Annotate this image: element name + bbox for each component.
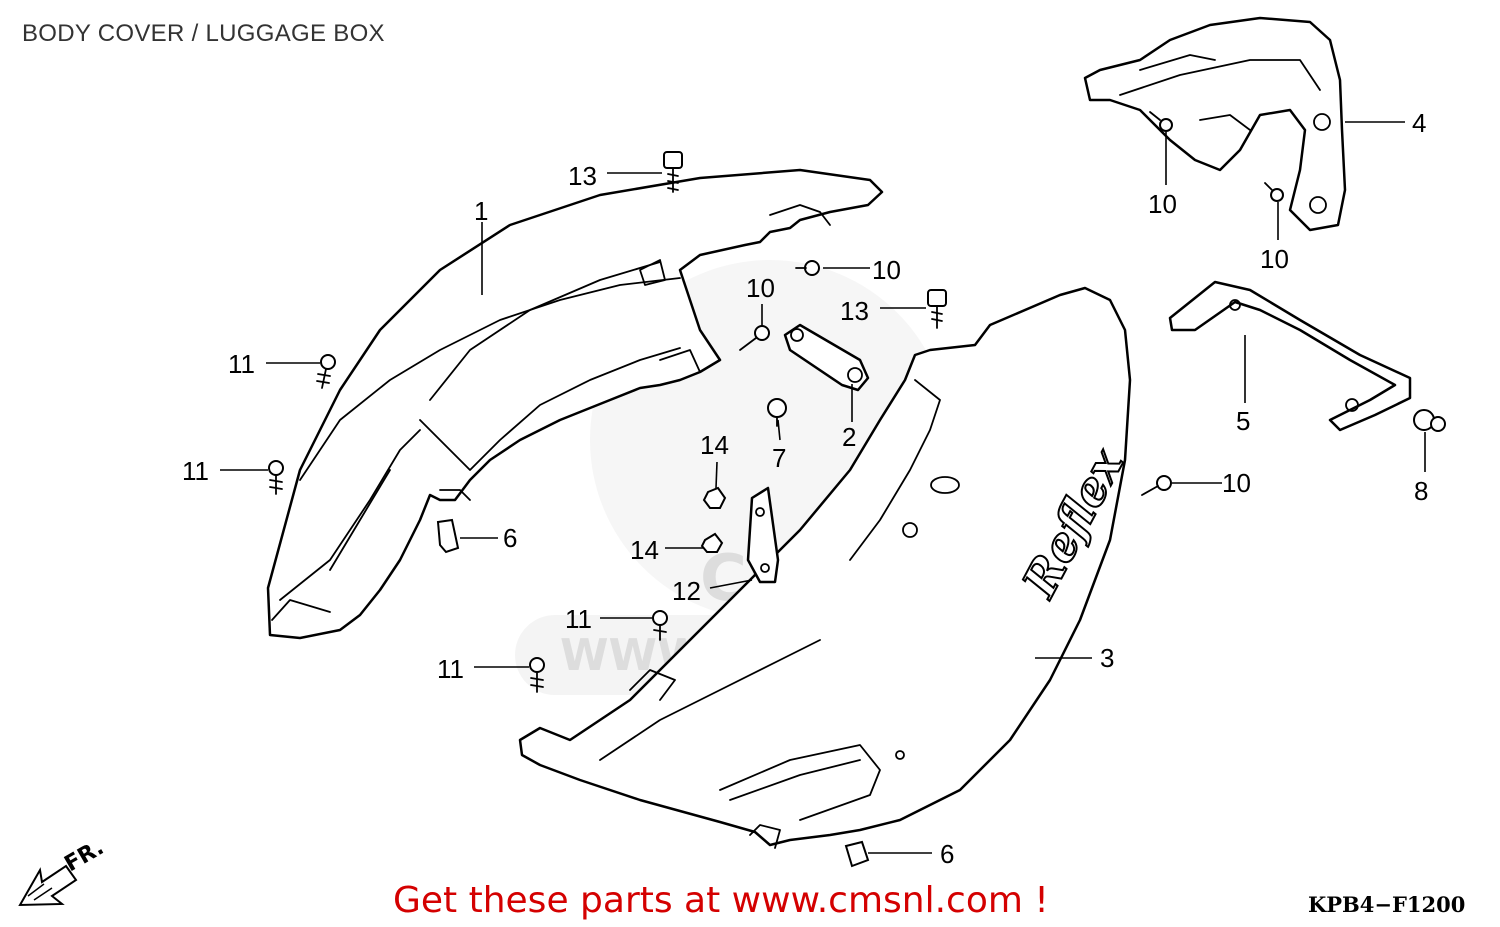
grommet-8[interactable] (1413, 409, 1446, 432)
callout-10-a: 10 (872, 255, 901, 285)
part-1-rear-body-cover[interactable] (266, 168, 884, 640)
bolt-13-upper[interactable] (663, 151, 683, 193)
callout-6-upper: 6 (503, 523, 517, 553)
grommet-7[interactable] (767, 398, 787, 427)
nut-14-a[interactable] (702, 486, 727, 509)
part-12-plate[interactable] (746, 486, 780, 584)
callout-5: 5 (1236, 406, 1250, 436)
screw-11-d[interactable] (529, 657, 545, 693)
part-5-rail[interactable] (1168, 280, 1412, 432)
callout-10-b: 10 (746, 273, 775, 303)
leader-lines (220, 121, 1426, 854)
callout-10-e: 10 (1222, 468, 1251, 498)
part-4-luggage-box-rear-cover[interactable] (1083, 16, 1347, 232)
front-direction-arrow: FR. (18, 835, 108, 907)
callout-1: 1 (474, 196, 488, 226)
callout-13-lower: 13 (840, 296, 869, 326)
callout-6-lower: 6 (940, 839, 954, 869)
clip-6-upper[interactable] (436, 518, 460, 554)
callout-11-c: 11 (565, 604, 592, 634)
callout-11-d: 11 (437, 654, 464, 684)
screw-10-d[interactable] (1264, 182, 1284, 202)
callout-8: 8 (1414, 476, 1428, 506)
screw-10-c[interactable] (1149, 111, 1173, 132)
diagram-code: KPB4−F1200 (1308, 892, 1466, 917)
screw-10-a[interactable] (795, 260, 820, 276)
screw-11-b[interactable] (268, 460, 284, 495)
page-title: BODY COVER / LUGGAGE BOX (22, 20, 385, 47)
callout-10-d: 10 (1260, 244, 1289, 274)
callout-3: 3 (1100, 643, 1114, 673)
callout-12: 12 (672, 576, 701, 606)
callout-14-lower: 14 (630, 535, 659, 565)
part-2-bracket[interactable] (783, 323, 870, 392)
callout-11-b: 11 (182, 456, 209, 486)
part-3-side-body-cover[interactable]: Reflex (518, 286, 1135, 849)
screw-11-a[interactable] (316, 354, 336, 389)
callout-14-upper: 14 (700, 430, 729, 460)
bolt-13-lower[interactable] (927, 289, 947, 329)
nut-14-b[interactable] (700, 532, 724, 553)
callout-7: 7 (772, 443, 786, 473)
clip-6-lower[interactable] (844, 840, 870, 868)
callout-2: 2 (842, 422, 856, 452)
callout-11-a: 11 (228, 349, 255, 379)
callout-4: 4 (1412, 108, 1426, 138)
callout-10-c: 10 (1148, 189, 1177, 219)
screw-11-c[interactable] (652, 610, 668, 641)
footer-link[interactable]: Get these parts at www.cmsnl.com ! (393, 880, 1049, 921)
screw-10-e[interactable] (1141, 475, 1172, 496)
callout-numbers: 1 2 3 4 5 6 6 7 8 10 10 10 10 10 11 11 1… (182, 108, 1428, 869)
hardware-fasteners (268, 111, 1446, 868)
callout-13-upper: 13 (568, 161, 597, 191)
